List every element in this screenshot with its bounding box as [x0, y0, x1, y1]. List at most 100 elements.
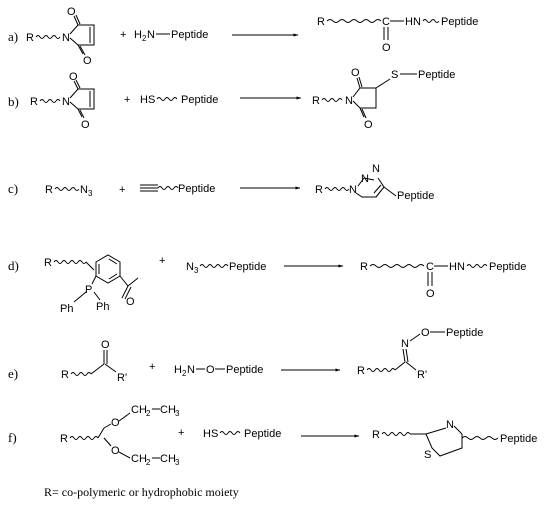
peptide-label: Peptide	[489, 261, 526, 273]
reaction-label-b: b)	[8, 94, 19, 109]
peptide-label: Peptide	[446, 327, 483, 339]
product-thiazolidine: R N S Peptide	[372, 419, 537, 461]
peptide-label: Peptide	[397, 190, 434, 202]
aminooxy-oxygen: O	[206, 364, 215, 376]
triazole-n2: N	[361, 173, 369, 185]
carbonyl-oxygen: O	[83, 55, 92, 67]
phosphorus: P	[85, 284, 92, 296]
imide-nitrogen: N	[345, 95, 353, 107]
reactant-azide-peptide: N 3 Peptide	[186, 261, 266, 275]
imide-nitrogen: N	[62, 32, 70, 44]
carbonyl-bond	[75, 79, 81, 89]
wavy-linker	[199, 264, 229, 268]
carbonyl-oxygen: O	[67, 6, 76, 18]
ring-double-bond	[373, 184, 382, 194]
ch2-group: CH	[131, 404, 147, 416]
bond	[93, 291, 101, 301]
reaction-f: f) R O CH 2 CH 3 O CH 2 CH 3 + HS Peptid	[8, 404, 537, 467]
aminooxy-nitrogen: N	[187, 364, 195, 376]
triazole-n1: N	[349, 184, 357, 196]
bond	[409, 333, 421, 342]
subscript-2: 2	[142, 34, 147, 43]
r-group: R	[45, 184, 53, 196]
bond	[104, 363, 117, 373]
carbonyl-oxygen: O	[101, 339, 110, 351]
acetal-oxygen: O	[111, 417, 120, 429]
r-group: R	[26, 32, 34, 44]
r-group: R	[44, 257, 52, 269]
ring-sulfur: S	[424, 449, 431, 461]
carbonyl-oxygen: O	[382, 42, 391, 54]
r-group: R	[30, 96, 38, 108]
bond	[103, 437, 112, 447]
carbonyl-oxygen: O	[81, 119, 90, 131]
reactant-aminooxy-peptide: H 2 N O Peptide	[174, 364, 263, 378]
carbonyl-bond	[361, 108, 367, 119]
bond	[119, 275, 129, 287]
reactant-acetal: R O CH 2 CH 3 O CH 2 CH 3	[60, 404, 180, 467]
footnote: R= co-polymeric or hydrophobic moiety	[44, 485, 239, 499]
bond	[73, 291, 87, 303]
reaction-label-a: a)	[8, 29, 18, 44]
thiol-hs: HS	[140, 94, 155, 106]
ch3-group: CH	[160, 453, 176, 465]
carbonyl-oxygen: O	[126, 296, 135, 308]
carbonyl-bond	[75, 14, 81, 25]
reaction-label-c: c)	[8, 181, 18, 196]
subscript-3: 3	[194, 266, 199, 275]
carbonyl-bond	[359, 107, 365, 118]
wavy-linker	[35, 35, 61, 39]
carbonyl-bond	[77, 44, 84, 55]
bond	[383, 186, 397, 197]
reaction-label-f: f)	[8, 430, 17, 445]
wavy-linker	[53, 260, 87, 264]
wavy-linker	[381, 432, 411, 436]
wavy-linker	[157, 186, 179, 190]
acetal-oxygen: O	[111, 445, 120, 457]
imine-double-bond	[405, 348, 409, 363]
bond	[85, 261, 95, 271]
r-group: R	[317, 16, 325, 28]
reaction-e: e) R O R' + H 2 N O Peptide R	[8, 327, 483, 384]
thiazolidine-ring	[410, 427, 463, 457]
subscript-2: 2	[146, 409, 151, 418]
benzene-ring	[95, 254, 121, 284]
reactant-alkyne-peptide: Peptide	[140, 183, 215, 195]
imine-double-bond	[402, 348, 406, 363]
sulfur: S	[391, 69, 398, 81]
carbonyl-oxygen: O	[426, 288, 435, 300]
imide-nitrogen: N	[62, 96, 70, 108]
ch3-group: CH	[160, 404, 176, 416]
carbonyl-bond	[358, 76, 363, 88]
carbonyl-bond	[73, 80, 79, 90]
azide-n: N	[80, 184, 88, 196]
plus-sign: +	[124, 94, 130, 106]
phenyl-group: Ph	[96, 301, 109, 313]
peptide-label: Peptide	[178, 183, 215, 195]
reaction-b: b) R N O O + HS Peptide R N	[8, 67, 455, 131]
carbonyl-oxygen: O	[364, 119, 373, 131]
wavy-linker	[54, 187, 80, 191]
subscript-3: 3	[175, 409, 180, 418]
bond	[394, 361, 406, 371]
reactant-thiol-peptide: HS Peptide	[140, 94, 218, 106]
amide-nh: HN	[449, 261, 465, 273]
wavy-linker	[156, 97, 178, 101]
r-group: R	[372, 429, 380, 441]
wavy-linker	[466, 264, 488, 268]
wavy-linker	[461, 436, 499, 440]
r-prime-group: R'	[417, 369, 427, 381]
subscript-3: 3	[88, 189, 93, 198]
carbonyl-bond	[79, 109, 85, 119]
wavy-linker	[324, 187, 350, 191]
plus-sign: +	[120, 29, 126, 41]
wavy-linker	[326, 19, 382, 23]
plus-sign: +	[149, 361, 155, 373]
peptide-label: Peptide	[418, 69, 455, 81]
carbonyl-carbon: C	[426, 261, 434, 273]
reactant-amine-peptide: H 2 N Peptide	[134, 29, 208, 43]
amine-nitrogen: N	[147, 29, 155, 41]
aromatic-bond	[108, 258, 118, 265]
bond	[97, 427, 105, 439]
reactant-phosphine: R O P Ph Ph	[44, 254, 139, 315]
